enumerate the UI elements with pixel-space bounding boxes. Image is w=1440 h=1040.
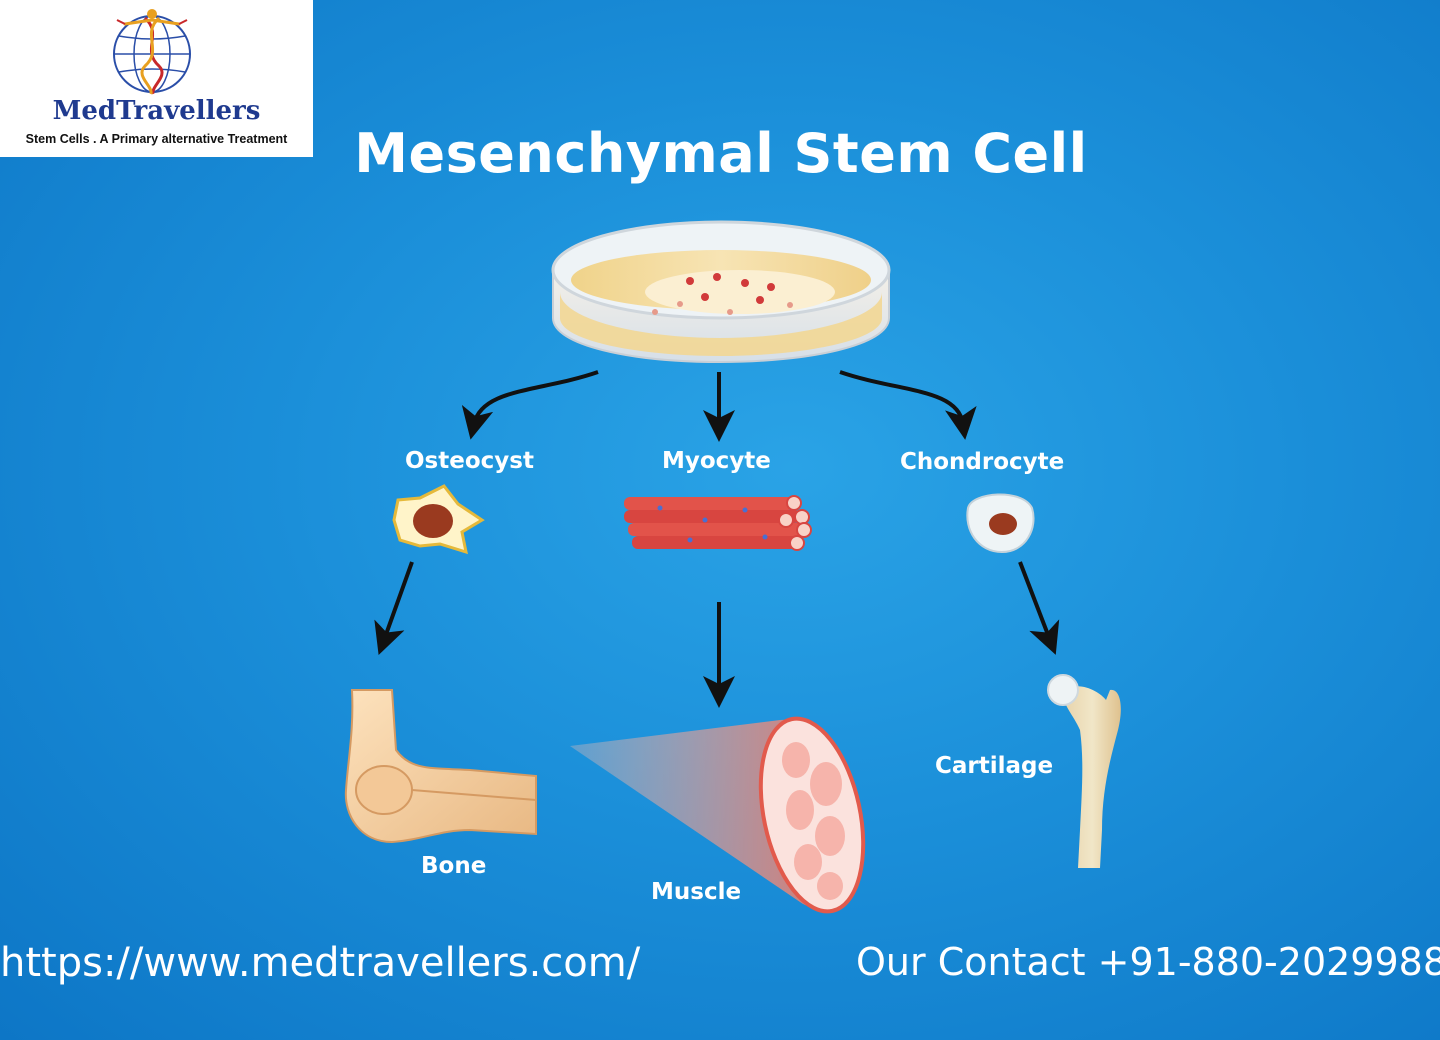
tissue-label-bone: Bone [421, 853, 487, 879]
chondrocyte-cell-icon [966, 493, 1035, 554]
tissue-label-cartilage: Cartilage [935, 753, 1054, 779]
contact-info: Our Contact +91-880-2029988 [856, 940, 1440, 984]
elbow-bone-icon [344, 689, 537, 844]
logo[interactable]: MedTravellers Stem Cells . A Primary alt… [0, 0, 313, 157]
petri-dish-icon [551, 220, 891, 364]
cell-label-myocyte: Myocyte [662, 448, 771, 474]
globe-dna-logo-icon [113, 9, 191, 95]
arrow-icon [461, 370, 599, 440]
cell-label-chondrocyte: Chondrocyte [900, 449, 1065, 475]
brand-tagline: Stem Cells . A Primary alternative Treat… [25, 132, 288, 146]
arrow-icon [839, 370, 977, 440]
brand-name: MedTravellers [52, 96, 261, 126]
cell-label-osteocyst: Osteocyst [405, 448, 534, 474]
page-title: Mesenchymal Stem Cell [354, 122, 1088, 185]
muscle-cross-section-icon [570, 716, 866, 914]
muscle-fiber-bundle-icon [624, 495, 812, 551]
femur-bone-icon [1047, 674, 1121, 868]
arrow-icon [1018, 561, 1060, 655]
osteocyte-cell-icon [392, 484, 485, 555]
tissue-label-muscle: Muscle [651, 879, 742, 905]
arrow-icon [374, 561, 414, 656]
website-url[interactable]: https://www.medtravellers.com/ [0, 940, 641, 986]
